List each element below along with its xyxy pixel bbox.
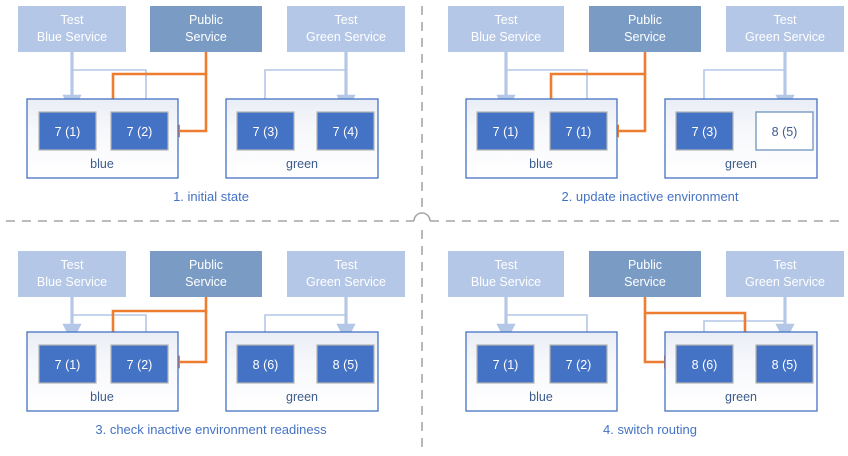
panel-3-service-public-line1: Public xyxy=(189,258,223,272)
panel-1-instance-green-2 xyxy=(316,111,375,151)
panel-2-instance-green-1 xyxy=(675,111,734,151)
panel-3-instance-green-2 xyxy=(316,344,375,384)
panel-3-env-blue-name: blue xyxy=(90,390,114,404)
panel-1-instance-green-1-label: 7 (3) xyxy=(253,125,279,139)
panel-3: 7 (1) 7 (2) blue 8 (6) 8 (5) green Test … xyxy=(18,251,405,437)
panel-2-service-test-blue-line1: Test xyxy=(495,13,518,27)
panel-2-service-public-line1: Public xyxy=(628,13,662,27)
panel-4-service-test-blue-line1: Test xyxy=(495,258,518,272)
panel-3-instance-green-2-label: 8 (5) xyxy=(333,358,359,372)
panel-2-instance-blue-2-label: 7 (1) xyxy=(566,125,592,139)
panel-1-instance-blue-2-label: 7 (2) xyxy=(127,125,153,139)
panel-2-caption: 2. update inactive environment xyxy=(561,189,738,204)
panel-4-instance-blue-2-label: 7 (2) xyxy=(566,358,592,372)
panel-1-instance-blue-1 xyxy=(38,111,97,151)
panel-1-service-test-blue-line1: Test xyxy=(61,13,84,27)
panel-3-instance-blue-2 xyxy=(110,344,169,384)
panel-1-instance-green-1 xyxy=(236,111,295,151)
panel-1-env-green-name: green xyxy=(286,157,318,171)
panel-4-instance-blue-2 xyxy=(549,344,608,384)
panel-4: 7 (1) 7 (2) blue 8 (6) 8 (5) green Test … xyxy=(448,251,844,437)
panel-2: 7 (1) 7 (1) blue 7 (3) 8 (5) green Test … xyxy=(448,6,844,204)
panel-1-service-test-green-line1: Test xyxy=(335,13,358,27)
panel-1-service-public-line2: Service xyxy=(185,30,227,44)
panel-2-instance-blue-1 xyxy=(476,111,535,151)
panel-4-service-public[interactable] xyxy=(589,251,701,297)
panel-1-instance-blue-1-label: 7 (1) xyxy=(55,125,81,139)
panel-4-env-blue-name: blue xyxy=(529,390,553,404)
panel-3-service-public-line2: Service xyxy=(185,275,227,289)
panel-3-instance-blue-1-label: 7 (1) xyxy=(55,358,81,372)
panel-2-instance-blue-2 xyxy=(549,111,608,151)
route-public-to-blue-instance-2-arrow xyxy=(166,74,208,138)
panel-2-service-test-blue-line2: Blue Service xyxy=(471,30,541,44)
panel-3-service-test-blue-line2: Blue Service xyxy=(37,275,107,289)
panel-4-service-test-blue[interactable] xyxy=(448,251,564,297)
panel-4-service-public-line2: Service xyxy=(624,275,666,289)
panel-3-service-test-green[interactable] xyxy=(287,251,405,297)
panel-3-service-test-blue-line1: Test xyxy=(61,258,84,272)
panel-3-instance-green-1 xyxy=(236,344,295,384)
panel-3-service-public[interactable] xyxy=(150,251,262,297)
panel-1-service-public-line1: Public xyxy=(189,13,223,27)
panel-1-service-test-blue[interactable] xyxy=(18,6,126,52)
panel-1-service-test-green-line2: Green Service xyxy=(306,30,386,44)
panel-4-service-test-green-line2: Green Service xyxy=(745,275,825,289)
panel-2-instance-green-1-label: 7 (3) xyxy=(692,125,718,139)
panel-4-instance-green-1 xyxy=(675,344,734,384)
panel-2-instance-green-2-label: 8 (5) xyxy=(772,125,798,139)
panel-3-env-green-name: green xyxy=(286,390,318,404)
panel-dividers xyxy=(6,6,842,450)
panel-3-service-test-green-line1: Test xyxy=(335,258,358,272)
panel-4-service-test-green-line1: Test xyxy=(774,258,797,272)
panel-4-instance-green-2 xyxy=(755,344,814,384)
panel-1-caption: 1. initial state xyxy=(173,189,249,204)
panel-2-env-green-name: green xyxy=(725,157,757,171)
panel-1-service-test-green[interactable] xyxy=(287,6,405,52)
panel-2-service-test-green-line1: Test xyxy=(774,13,797,27)
panel-3-service-test-blue[interactable] xyxy=(18,251,126,297)
panel-3-instance-blue-2-label: 7 (2) xyxy=(127,358,153,372)
panel-3-instance-green-1-label: 8 (6) xyxy=(253,358,279,372)
panel-2-service-public-line2: Service xyxy=(624,30,666,44)
route-public-to-blue-instance-2-arrow xyxy=(166,311,208,369)
panel-2-service-test-blue[interactable] xyxy=(448,6,564,52)
panel-1-service-test-blue-line2: Blue Service xyxy=(37,30,107,44)
panel-1: 7 (1) 7 (2) blue 7 (3) 7 (4) green Test … xyxy=(18,6,405,204)
panel-4-service-test-green[interactable] xyxy=(726,251,844,297)
route-public-to-blue-instance-2-arrow xyxy=(605,74,647,138)
panel-3-service-test-green-line2: Green Service xyxy=(306,275,386,289)
panel-4-instance-green-2-label: 8 (5) xyxy=(772,358,798,372)
panel-4-service-public-line1: Public xyxy=(628,258,662,272)
panel-1-service-public[interactable] xyxy=(150,6,262,52)
panel-3-caption: 3. check inactive environment readiness xyxy=(95,422,327,437)
panel-2-service-test-green-line2: Green Service xyxy=(745,30,825,44)
panel-4-env-green-name: green xyxy=(725,390,757,404)
divider-crossover-arc xyxy=(413,212,431,222)
panel-2-env-blue-name: blue xyxy=(529,157,553,171)
panel-4-service-test-blue-line2: Blue Service xyxy=(471,275,541,289)
panel-4-instance-blue-1 xyxy=(476,344,535,384)
panel-2-service-public[interactable] xyxy=(589,6,701,52)
panel-4-instance-green-1-label: 8 (6) xyxy=(692,358,718,372)
panel-4-caption: 4. switch routing xyxy=(603,422,697,437)
panel-2-service-test-green[interactable] xyxy=(726,6,844,52)
panel-2-instance-green-2 xyxy=(755,111,814,151)
panel-1-env-blue-name: blue xyxy=(90,157,114,171)
panel-3-instance-blue-1 xyxy=(38,344,97,384)
panel-1-instance-blue-2 xyxy=(110,111,169,151)
panel-1-instance-green-2-label: 7 (4) xyxy=(333,125,359,139)
panel-2-instance-blue-1-label: 7 (1) xyxy=(493,125,519,139)
panel-4-instance-blue-1-label: 7 (1) xyxy=(493,358,519,372)
